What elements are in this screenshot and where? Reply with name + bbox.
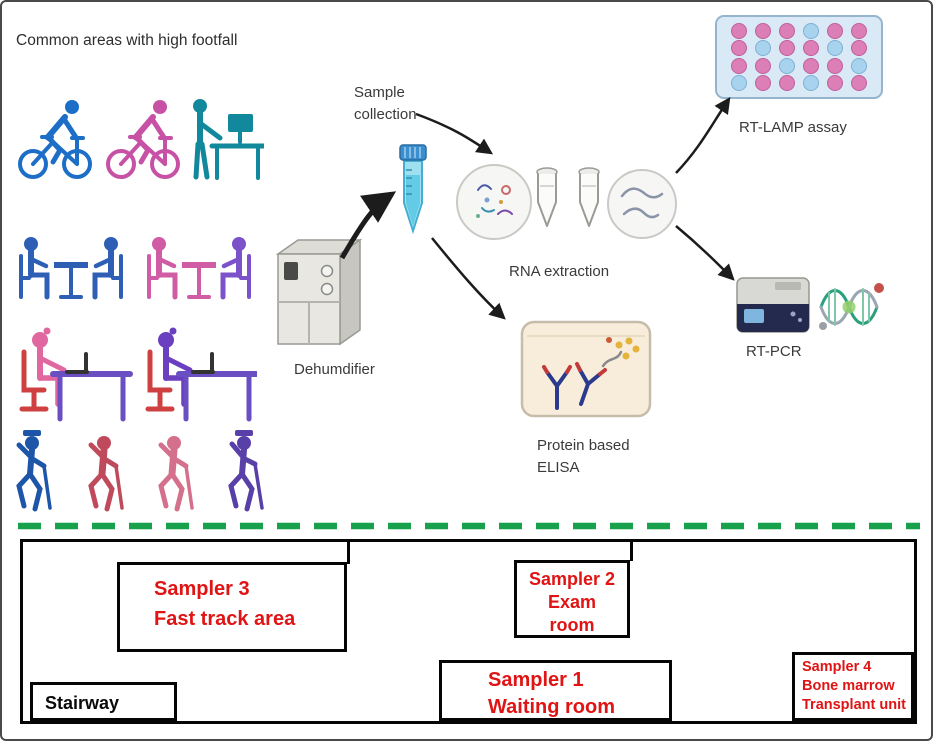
plate-well <box>803 57 819 74</box>
plate-well <box>755 22 771 39</box>
plate-well <box>731 75 747 92</box>
room-label-line: Waiting room <box>488 696 616 718</box>
rna-extraction-label: RNA extraction <box>509 263 610 280</box>
elisa-label: Protein based ELISA <box>537 435 630 479</box>
plate-well <box>827 57 843 74</box>
room-label-line: room <box>549 615 595 635</box>
rna-extraction-icon <box>456 164 677 240</box>
plate-well <box>755 75 771 92</box>
plate-well <box>851 40 867 57</box>
room-sampler4-bone-marrow-transplant-unit: Sampler 4 Bone marrow Transplant unit <box>792 652 914 721</box>
wall-partition <box>347 542 350 564</box>
label-line: Sample <box>354 84 405 101</box>
desk-laptop-worker-icon <box>145 327 257 422</box>
room-label-line: Fast track area <box>154 608 296 630</box>
falcon-tube-icon <box>399 144 427 235</box>
plate-well <box>755 40 771 57</box>
plate-well <box>851 57 867 74</box>
common-area-seating-icons <box>19 237 251 300</box>
plate-well <box>827 75 843 92</box>
elderly-dancers-icons <box>16 430 264 512</box>
room-stairway: Stairway <box>30 682 177 721</box>
dehumidifier-icon <box>275 238 363 346</box>
arrow-rna-to-rtpcr <box>675 225 735 281</box>
plate-well <box>779 57 795 74</box>
section-title: Common areas with high footfall <box>16 32 238 49</box>
rt-pcr-label: RT-PCR <box>746 343 802 360</box>
plate-well <box>779 22 795 39</box>
room-label-line: Bone marrow <box>802 678 895 694</box>
floorplan: Sampler 3 Fast track area Sampler 2 Exam… <box>20 539 917 724</box>
elisa-dish-icon <box>520 320 652 418</box>
room-sampler3-fast-track-area: Sampler 3 Fast track area <box>117 562 347 652</box>
wall-partition <box>630 542 633 561</box>
room-sampler1-waiting-room: Sampler 1 Waiting room <box>439 660 672 721</box>
arrow-tube-to-elisa <box>431 237 506 320</box>
plate-well <box>779 75 795 92</box>
label-line: collection <box>354 105 417 123</box>
plate-well <box>851 22 867 39</box>
meeting-table-pair-icon <box>147 237 251 300</box>
rt-pcr-machine-icon <box>736 277 884 333</box>
plate-well <box>803 22 819 39</box>
elderly-person-icon <box>228 430 264 512</box>
plate-well <box>827 40 843 57</box>
plate-well <box>731 22 747 39</box>
elderly-person-icon <box>88 436 124 512</box>
room-label-line: Sampler 4 <box>802 659 872 675</box>
plate-well <box>731 57 747 74</box>
plate-well <box>779 40 795 57</box>
room-label-line: Sampler 1 <box>488 669 584 691</box>
common-area-workstation-icons <box>19 327 257 422</box>
microtube-icon <box>536 167 558 227</box>
arrow-rna-to-rtlamp <box>675 96 731 174</box>
room-label-line: Sampler 3 <box>154 578 250 600</box>
room-sampler2-exam-room: Sampler 2 Exam room <box>514 560 630 638</box>
label-line: ELISA <box>537 458 580 476</box>
desk-laptop-worker-icon <box>19 327 133 422</box>
plate-well <box>827 22 843 39</box>
room-label-line: Transplant unit <box>802 697 906 713</box>
room-label-line: Stairway <box>45 693 120 713</box>
cyclist-icon <box>18 100 92 179</box>
plate-well <box>803 40 819 57</box>
plate-well <box>731 40 747 57</box>
room-label-line: Sampler 2 <box>528 569 616 589</box>
sample-collection-label: Sample collection <box>354 82 417 126</box>
meeting-table-pair-icon <box>19 237 123 300</box>
standing-desk-worker-icon <box>193 99 264 180</box>
plate-well <box>755 57 771 74</box>
label-line: Protein based <box>537 437 630 454</box>
plate-well <box>851 75 867 92</box>
cyclist-icon <box>106 100 180 179</box>
common-area-exercise-icons <box>18 99 264 180</box>
dehumidifier-label: Dehumdifier <box>294 361 375 378</box>
microtube-icon <box>578 167 600 227</box>
dna-strand-icon <box>819 283 884 330</box>
rt-lamp-label: RT-LAMP assay <box>739 119 847 136</box>
room-label-line: Exam <box>547 592 597 612</box>
plate-well <box>803 75 819 92</box>
elderly-person-icon <box>158 436 194 512</box>
elderly-person-icon <box>16 430 52 512</box>
rt-lamp-plate <box>715 15 883 99</box>
